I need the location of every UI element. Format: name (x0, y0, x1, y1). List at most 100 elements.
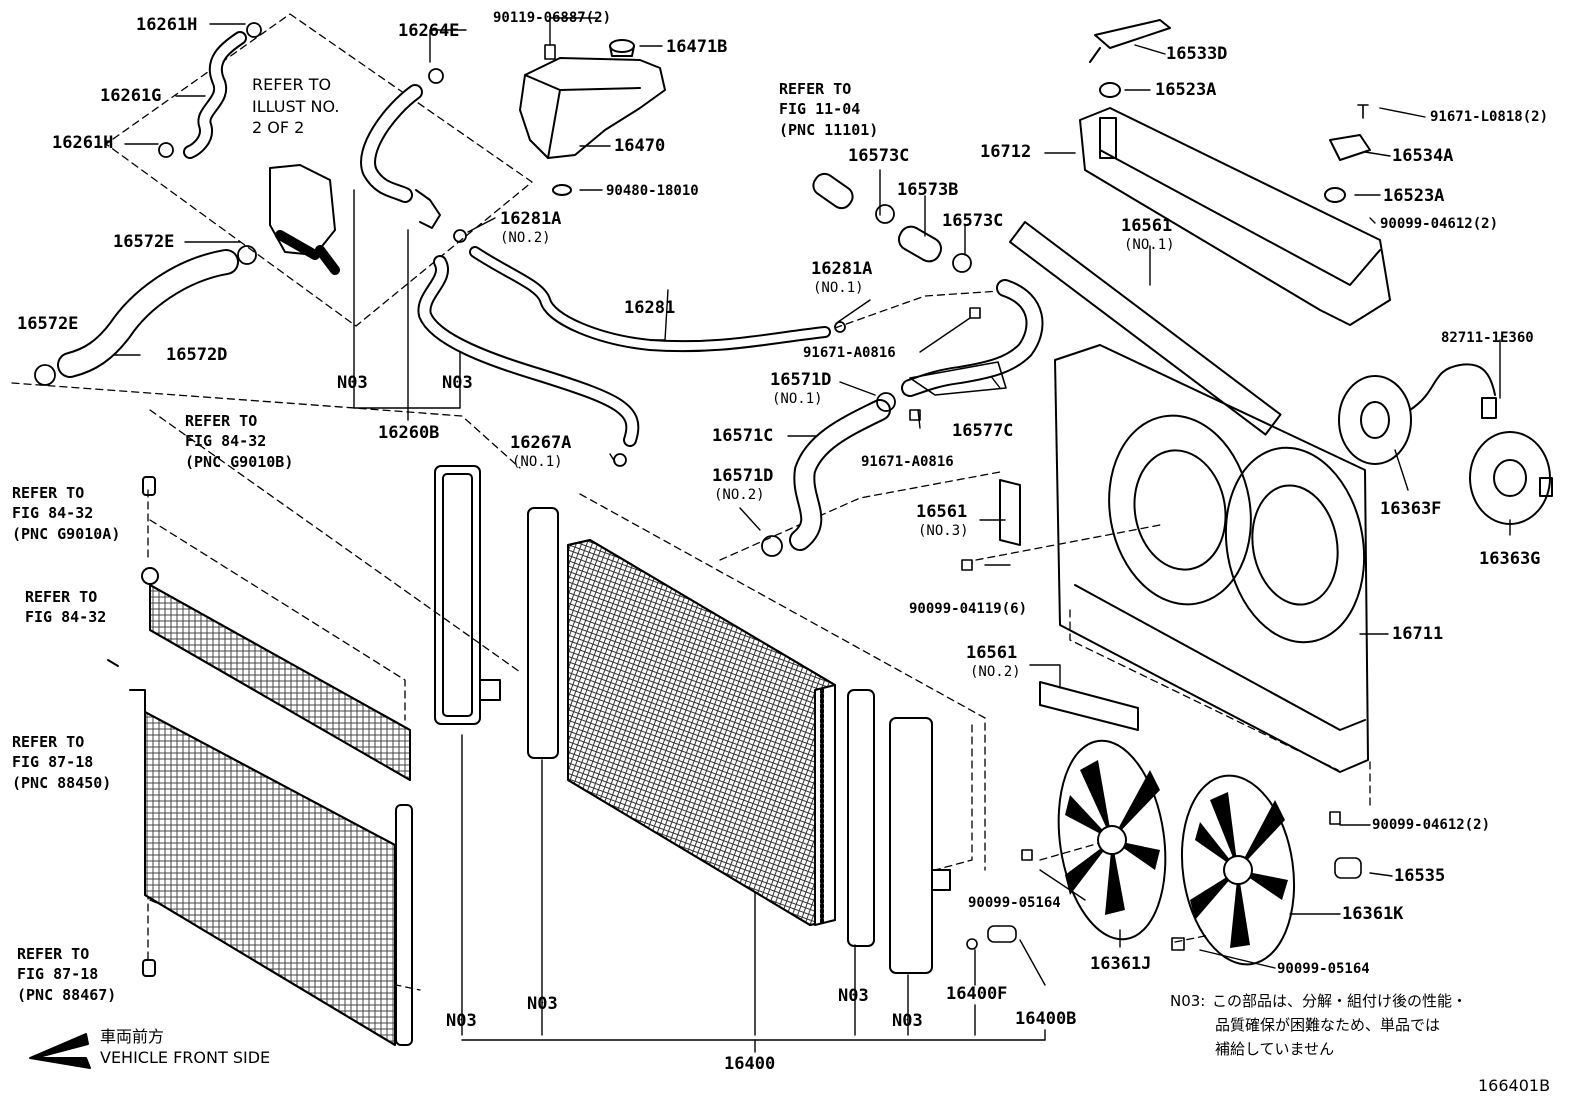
refer-fig-87-18-88467: REFER TO FIG 87-18 (PNC 88467) (17, 945, 117, 1004)
label-16470: 16470 (614, 136, 666, 156)
fan-16361J (1057, 739, 1167, 941)
vehicle-front-en: VEHICLE FRONT SIDE (100, 1048, 271, 1067)
fan-shroud-16711 (1054, 344, 1369, 773)
label-90099-04612-bottom: 90099-04612(2) (1372, 817, 1491, 833)
label-16571D-no2-sub: (NO.2) (714, 487, 765, 503)
label-16534A: 16534A (1392, 146, 1454, 166)
label-16471B: 16471B (666, 37, 728, 57)
refer-fig-84-32-g9010a: REFER TO FIG 84-32 (PNC G9010A) (12, 484, 121, 543)
n03-note-line-3: 補給していません (1215, 1040, 1335, 1058)
label-90099-04612-top: 90099-04612(2) (1380, 216, 1499, 232)
label-16281A-no1: 16281A (811, 259, 873, 279)
label-16561-no2: 16561 (966, 643, 1018, 663)
label-16561-no1: 16561 (1121, 216, 1173, 236)
seal-right (847, 689, 875, 947)
seal-left (527, 507, 559, 759)
label-90099-04119: 90099-04119(6) (909, 601, 1028, 617)
label-16571D-no1-sub: (NO.1) (772, 391, 823, 407)
n03-label-5: N03 (838, 986, 869, 1006)
label-16561-no1-sub: (NO.1) (1124, 237, 1175, 253)
label-16573C-left: 16573C (848, 146, 910, 166)
refer-fig-87-18-88450: REFER TO FIG 87-18 (PNC 88450) (12, 733, 112, 792)
label-16363G: 16363G (1479, 549, 1541, 569)
label-16400: 16400 (724, 1054, 776, 1074)
label-16711: 16711 (1392, 624, 1444, 644)
radiator-tank-left (434, 465, 481, 725)
bracket-16561-no3 (999, 479, 1021, 546)
n03-label-3: N03 (446, 1011, 477, 1031)
label-16572D: 16572D (166, 345, 228, 365)
label-91671-A0816-top: 91671-A0816 (803, 345, 896, 361)
label-16281A-no2: 16281A (500, 209, 562, 229)
label-16267A: 16267A (510, 433, 572, 453)
label-16572E-left: 16572E (17, 314, 79, 334)
label-16712: 16712 (980, 142, 1032, 162)
label-16400F: 16400F (946, 984, 1008, 1004)
label-16523A-top: 16523A (1155, 80, 1217, 100)
motor-16363F (1338, 375, 1412, 465)
refer-fig-84-32: REFER TO FIG 84-32 (25, 588, 107, 627)
thermostat-housing (269, 164, 336, 256)
label-16260B: 16260B (378, 423, 440, 443)
label-16261H-bottom: 16261H (52, 133, 114, 153)
label-91671-A0816-bottom: 91671-A0816 (861, 454, 954, 470)
n03-label-1: N03 (337, 373, 368, 393)
n03-note-line-2: 品質確保が困難なため、単品では (1215, 1016, 1441, 1034)
label-16561-no3: 16561 (916, 502, 968, 522)
label-90099-05164-right: 90099-05164 (1277, 961, 1370, 977)
label-16573C-right: 16573C (942, 211, 1004, 231)
label-16267A-sub: (NO.1) (512, 454, 563, 470)
label-90480-18010: 90480-18010 (606, 183, 699, 199)
label-82711-1E360: 82711-1E360 (1441, 330, 1534, 346)
diagram-id: 166401B (1478, 1076, 1551, 1095)
vehicle-front-jp: 車両前方 (100, 1027, 165, 1046)
label-16261H-top: 16261H (136, 15, 198, 35)
label-16561-no2-sub: (NO.2) (970, 664, 1021, 680)
radiator-tank-right (889, 717, 933, 974)
refer-fig-11-04: REFER TO FIG 11-04 (PNC 11101) (779, 80, 879, 139)
label-16281A-no2-sub: (NO.2) (500, 230, 551, 246)
label-16264E: 16264E (398, 21, 460, 41)
n03-note-code: N03: (1170, 992, 1206, 1010)
reservoir-16470 (519, 57, 666, 159)
label-16577C: 16577C (952, 421, 1014, 441)
label-16561-no3-sub: (NO.3) (918, 523, 969, 539)
n03-label-4: N03 (527, 994, 558, 1014)
n03-note-line-1: この部品は、分解・組付け後の性能・ (1212, 992, 1468, 1010)
label-16535: 16535 (1394, 866, 1446, 886)
radiator-core-16400 (567, 539, 836, 926)
label-16523A-bottom: 16523A (1383, 186, 1445, 206)
label-16361K: 16361K (1342, 904, 1404, 924)
label-91671-L0818: 91671-L0818(2) (1430, 109, 1549, 125)
seal-16561-no2 (1039, 681, 1139, 731)
label-90099-05164-left: 90099-05164 (968, 895, 1061, 911)
label-16400B: 16400B (1015, 1009, 1077, 1029)
label-16572E-top: 16572E (113, 232, 175, 252)
seal-16561-no1 (1008, 221, 1282, 436)
fan-16361K (1180, 774, 1296, 966)
n03-label-6: N03 (892, 1011, 923, 1031)
n03-label-2: N03 (442, 373, 473, 393)
label-16533D: 16533D (1166, 44, 1228, 64)
bracket-16577C (909, 361, 1007, 396)
label-16363F: 16363F (1380, 499, 1442, 519)
support-16712 (1079, 107, 1391, 326)
label-16261G: 16261G (100, 86, 162, 106)
label-16361J: 16361J (1090, 954, 1152, 974)
refer-fig-84-32-g9010b: REFER TO FIG 84-32 (PNC G9010B) (185, 412, 294, 471)
label-90119-06887: 90119-06887(2) (493, 10, 612, 26)
hose-16573B (897, 225, 943, 263)
label-16571C: 16571C (712, 426, 774, 446)
label-16573B: 16573B (897, 180, 959, 200)
label-16571D-no2: 16571D (712, 466, 774, 486)
hose-11101 (812, 172, 854, 210)
refer-illust-2of2: REFER TO ILLUST NO. 2 OF 2 (252, 75, 340, 138)
vehicle-front-arrow (29, 1033, 91, 1069)
upper-hose-group-outline (105, 13, 533, 327)
label-16571D-no1: 16571D (770, 370, 832, 390)
label-16281: 16281 (624, 298, 676, 318)
condenser-88450 (144, 711, 396, 1046)
motor-16363G (1469, 431, 1551, 525)
